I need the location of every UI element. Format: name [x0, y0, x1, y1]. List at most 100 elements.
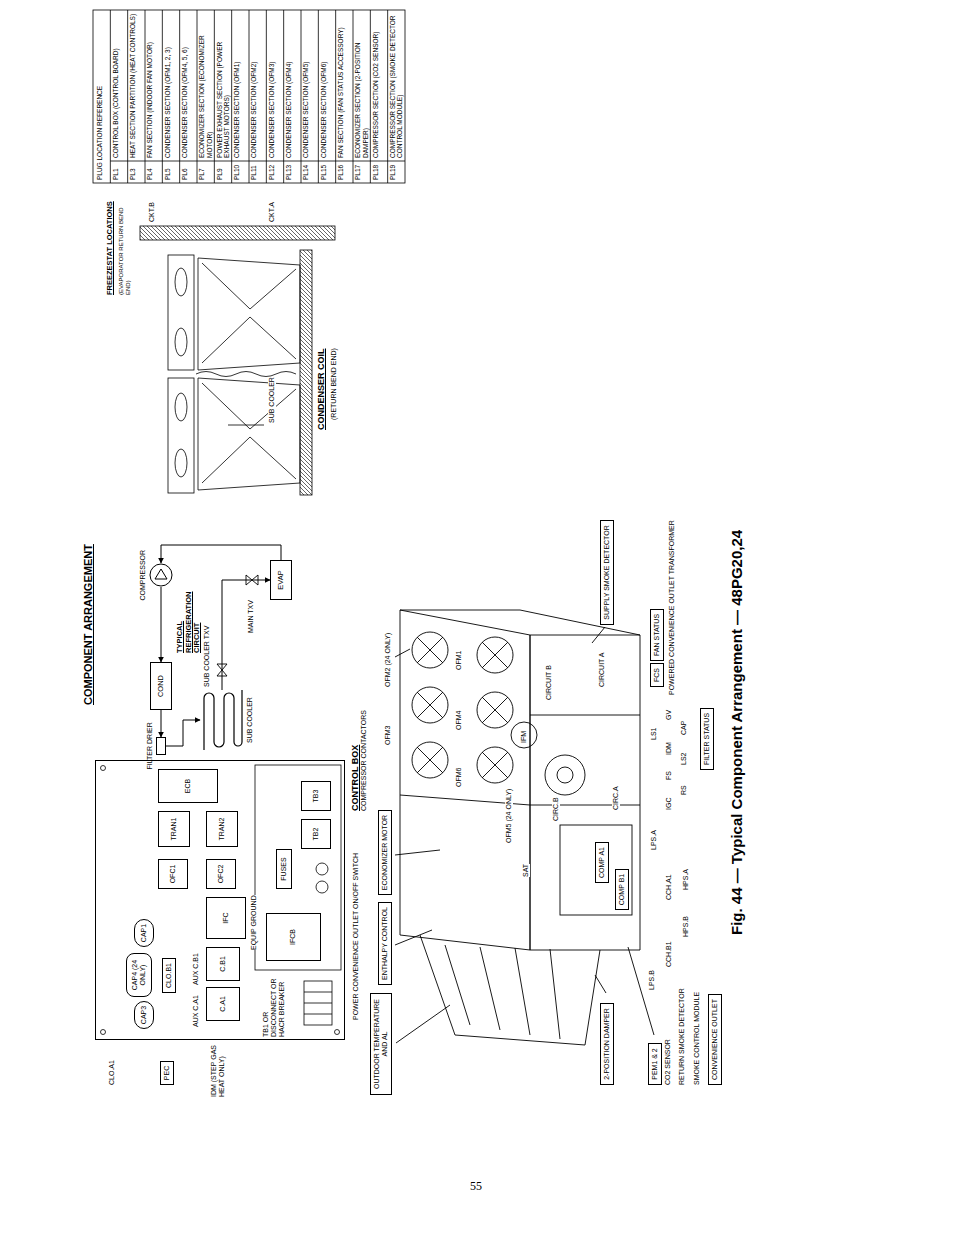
callout-label: CONDENSER SECTION (OFM4)	[285, 62, 292, 158]
callout-label: PL13	[285, 165, 292, 180]
label-holder: OFM3	[384, 726, 392, 745]
label-holder: PL15	[320, 165, 327, 180]
label-holder: FREEZESTAT LOCATIONS	[106, 201, 115, 295]
node-text: COMP A1	[598, 847, 606, 878]
label-holder: CIRCUIT B	[545, 665, 553, 700]
label-holder: PLUG LOCATION REFERENCE	[96, 86, 103, 180]
flow-line	[161, 587, 162, 662]
txv-symbols	[217, 575, 258, 676]
callout-label: CIRC.A	[612, 786, 620, 810]
callout-label: PL12	[268, 165, 275, 180]
node-text: CAP4 (24 ONLY)	[131, 958, 147, 992]
callout-label: RS	[680, 785, 688, 795]
label-holder: PL19	[389, 165, 396, 180]
flow-line	[161, 710, 162, 737]
callout-box: PEC	[160, 1061, 174, 1085]
label-holder: CCH.A1	[665, 874, 673, 900]
callout-label: 55	[470, 1180, 482, 1194]
callout-box: ENTHALPY CONTROL	[378, 902, 392, 985]
node-text: C.A1	[219, 996, 227, 1012]
contactor-box: OFC1	[158, 859, 188, 889]
callout-label: FAN SECTION (FAN STATUS ACCESSORY)	[337, 27, 344, 158]
condenser-coil-drawing	[168, 250, 312, 495]
callout-label: FS	[665, 771, 673, 780]
callout-label: OFM4	[455, 711, 463, 730]
text-holder: SUB COOLER	[246, 697, 254, 743]
label-holder: PL1	[112, 168, 119, 180]
callout-label: COMPRESSOR SECTION (CO2 SENSOR)	[372, 32, 379, 158]
callout-label: CONDENSER SECTION (OFM3)	[268, 62, 275, 158]
label-holder: POWER CONVENIENCE OUTLET ON/OFF SWITCH	[352, 853, 360, 1020]
callout-label: CO2 SENSOR	[664, 1039, 672, 1085]
node-text: SUPPLY SMOKE DETECTOR	[603, 525, 611, 620]
callout-box: 2-POSITION DAMPER	[600, 1003, 614, 1085]
label-holder: PL12	[268, 165, 275, 180]
text-holder: COMPRESSOR	[139, 550, 147, 601]
node-text: CLO.B1	[165, 963, 173, 988]
label-holder: PL14	[302, 165, 309, 180]
terminal-block: TB2	[301, 819, 331, 849]
callout-label: PLUG LOCATION REFERENCE	[96, 86, 103, 180]
terminal-block: TB3	[301, 781, 331, 811]
label-holder: IDM	[665, 742, 673, 755]
callout-label: CIRC.B	[552, 797, 560, 821]
node-text: FUSES	[280, 857, 288, 880]
label-holder: PL17	[354, 165, 361, 180]
label-holder: AUX C.A1	[192, 995, 200, 1027]
callout-label: HEAT SECTION PARTITION (HEAT CONTROLS)	[129, 14, 136, 158]
node-text: OFC2	[217, 865, 225, 884]
contactor-box: C.A1	[206, 987, 240, 1021]
callout-label: MAIN TXV	[247, 600, 255, 633]
callout-label: CONDENSER SECTION (OFM4, 5, 6)	[181, 47, 188, 158]
callout-label: CONDENSER SECTION (OFM6)	[320, 62, 327, 158]
label-holder: OFM6	[455, 768, 463, 787]
node-text: CAP1	[140, 924, 148, 942]
label-holder: PL3	[129, 168, 136, 180]
label-holder: PL10	[233, 165, 240, 180]
callout-label: CKT.A	[268, 202, 276, 222]
label-holder: CKT.A	[268, 202, 276, 222]
callout-box: COMP A1	[595, 842, 609, 883]
node-text: IFCB	[289, 929, 297, 945]
label-holder: CONDENSER SECTION (OFM6)	[320, 62, 327, 158]
label-holder: COMPRESSOR SECTION (SMOKE DETECTOR CONTR…	[389, 12, 403, 158]
callout-label: SUB COOLER	[268, 377, 276, 423]
label-holder: HPS.A	[682, 869, 690, 890]
label-holder: ECONOMIZER SECTION (ECONOMIZER MOTOR)	[198, 12, 212, 158]
node-text: COMPRESSOR CONTACTORS	[360, 710, 368, 811]
filter-drier-symbol	[156, 737, 166, 755]
label-holder: SAT	[522, 864, 530, 877]
callout-label: CKT.B	[148, 202, 156, 222]
label-holder: PL16	[337, 165, 344, 180]
label-holder: TB1 OR DISCONNECT OR HACR BREAKER	[262, 971, 286, 1037]
label-holder: IDM (STEP GAS HEAT ONLY)	[210, 1045, 226, 1097]
node-text: TB2	[312, 828, 320, 841]
callout-label: PL15	[320, 165, 327, 180]
callout-label: CONDENSER SECTION (OFM2)	[250, 62, 257, 158]
callout-label: LS2	[680, 753, 688, 765]
node-text: CAP3	[140, 1006, 148, 1024]
callout-label: RETURN SMOKE DETECTOR	[678, 988, 686, 1085]
callout-label: CONDENSER SECTION (OFM1)	[233, 62, 240, 158]
callout-label: EQUIP GROUND	[250, 895, 258, 950]
label-holder: CONDENSER SECTION (OFM5)	[302, 62, 309, 158]
control-box-panel: CAP3CAP4 (24 ONLY)CAP1CLO.B1C.A1C.B1IFCO…	[95, 760, 345, 1040]
control-board-box: IFCB	[266, 913, 321, 961]
figure-caption-holder: Fig. 44 — Typical Component Arrangement …	[728, 530, 745, 935]
node-text: ECB	[184, 779, 192, 793]
callout-label: CAP	[680, 721, 688, 735]
callout-label: SAT	[522, 864, 530, 877]
label-holder: EQUIP GROUND	[250, 895, 258, 950]
callout-label: CIRCUIT A	[598, 653, 606, 688]
filter-drier-symbol: FILTER DRIER	[156, 737, 166, 755]
compressor-symbol	[149, 563, 173, 587]
node-text: TRAN1	[170, 818, 178, 841]
callout-label: PL18	[372, 165, 379, 180]
callout-box: OUTDOOR TEMPERATURE AND AL	[370, 993, 392, 1095]
transformer-box: TRAN1	[158, 811, 190, 847]
label-holder: ECONOMIZER SECTION (2-POSITION DAMPER)	[354, 12, 368, 158]
callout-label: PL16	[337, 165, 344, 180]
flow-line	[161, 545, 281, 563]
label-holder: COMPRESSOR SECTION (CO2 SENSOR)	[372, 32, 379, 158]
callout-label: HPS.A	[682, 869, 690, 890]
